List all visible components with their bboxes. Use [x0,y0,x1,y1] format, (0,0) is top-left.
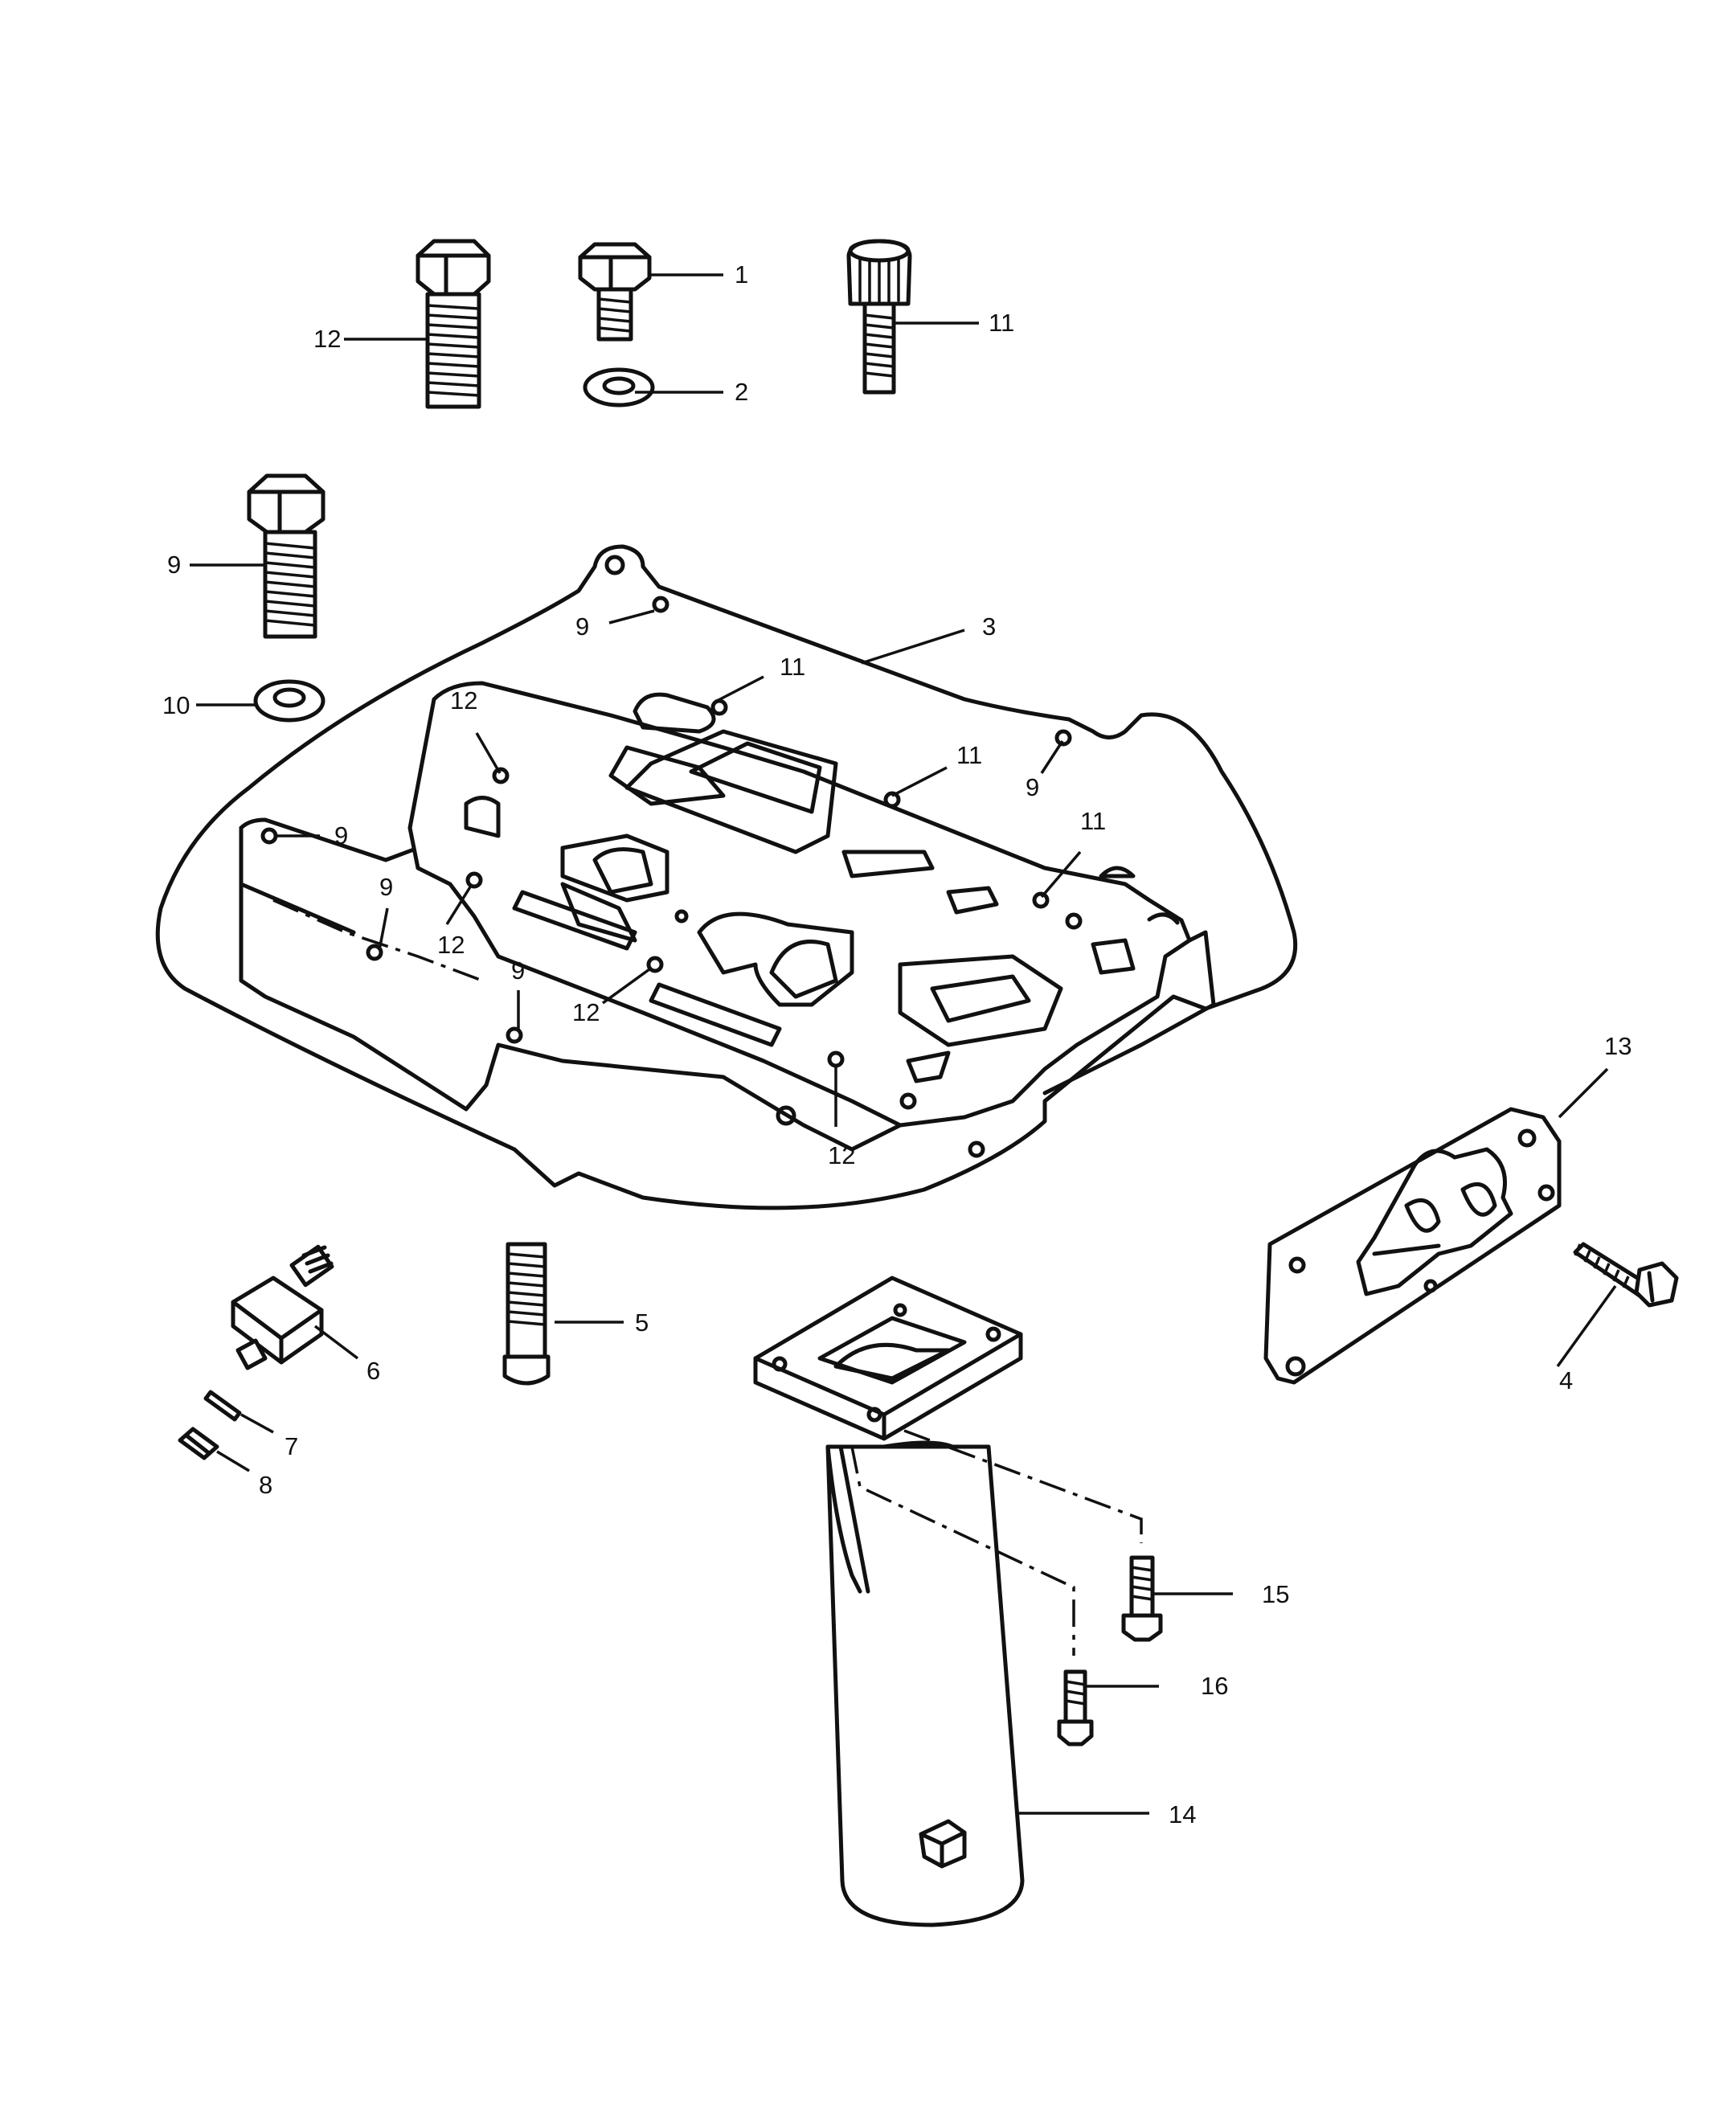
part-7-pin [203,1390,242,1422]
part-8-connector [178,1427,219,1460]
callout-1: 1 [735,260,748,289]
callout-11: 11 [956,741,982,769]
callout-15: 15 [1262,1580,1289,1608]
callout-10: 10 [162,691,190,719]
callout-numbers: 1 2 11 12 9 10 3 9 12 11 11 9 11 9 9 12 … [162,260,1632,1828]
callout-11: 11 [1080,807,1106,835]
callout-9: 9 [1026,773,1039,801]
callout-7: 7 [285,1432,298,1460]
part-2-lock-washer [583,367,655,407]
callout-12: 12 [313,325,341,353]
callout-8: 8 [259,1471,272,1499]
callout-6: 6 [366,1357,380,1385]
callout-11: 11 [780,653,805,681]
part-5-stud [502,1242,551,1386]
part-11-socket-head-screw [846,239,912,395]
callout-9: 9 [167,551,181,579]
part-6-switch [231,1244,334,1370]
callout-13: 13 [1604,1032,1632,1060]
callout-9: 9 [334,821,348,850]
callout-16: 16 [1201,1672,1228,1700]
part-3-adapter-plate [155,544,1298,1210]
part-9-hex-bolt [247,473,326,639]
part-14-exhaust-tube [753,1276,1025,1927]
callout-3: 3 [982,612,996,641]
part-1-hex-screw [578,242,652,342]
part-12-hex-bolt [416,239,491,409]
callout-9: 9 [575,612,589,641]
callout-5: 5 [635,1308,649,1337]
callout-11: 11 [989,309,1014,337]
part-15-screw [1121,1555,1163,1642]
callout-4: 4 [1559,1366,1573,1394]
part-4-screw [1573,1242,1679,1308]
callout-9: 9 [511,956,525,985]
callout-12: 12 [450,686,477,715]
callout-12: 12 [572,998,600,1026]
callout-12: 12 [437,931,465,959]
part-10-lock-washer [253,679,326,723]
callout-12: 12 [828,1141,855,1169]
part-16-screw [1057,1669,1094,1747]
callout-2: 2 [735,378,748,406]
part-13-cover-plate [1263,1107,1562,1385]
leader-lines [190,273,1617,1815]
callout-14: 14 [1169,1800,1196,1828]
callout-9: 9 [379,873,393,901]
